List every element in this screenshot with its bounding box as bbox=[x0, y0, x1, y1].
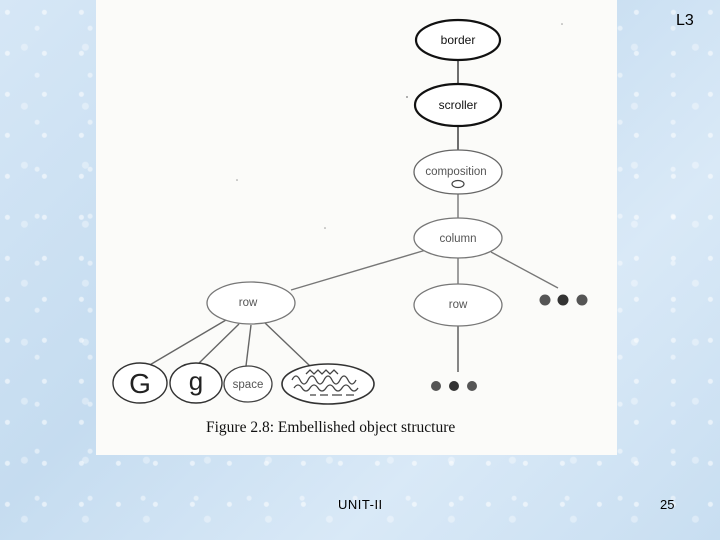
node-composition-label: composition bbox=[425, 166, 486, 178]
glyph-G-label: G bbox=[129, 368, 151, 399]
node-row-right: row bbox=[414, 284, 502, 326]
row-right-children-dots bbox=[431, 381, 477, 391]
node-row-left: row bbox=[207, 282, 295, 324]
edge-row-left-G bbox=[148, 320, 226, 366]
edge-row-left-g bbox=[196, 324, 239, 366]
node-row-right-label: row bbox=[449, 299, 468, 311]
node-word-glyphs bbox=[282, 364, 374, 404]
node-space-label: space bbox=[233, 379, 264, 391]
node-glyph-g: g bbox=[170, 363, 222, 403]
page-number: 25 bbox=[660, 497, 674, 512]
object-structure-diagram: border scroller composition column row r… bbox=[96, 0, 617, 455]
node-row-left-label: row bbox=[239, 297, 258, 309]
node-column-label: column bbox=[439, 233, 476, 245]
node-glyph-G: G bbox=[113, 363, 167, 403]
edge-column-row-left bbox=[291, 250, 426, 290]
node-column: column bbox=[414, 218, 502, 258]
glyph-g-label: g bbox=[189, 366, 203, 396]
node-composition: composition bbox=[414, 150, 502, 194]
edge-row-left-word bbox=[264, 322, 310, 366]
node-space: space bbox=[224, 366, 272, 402]
figure-caption: Figure 2.8: Embellished object structure bbox=[206, 419, 455, 437]
node-border-label: border bbox=[441, 33, 476, 47]
edge-column-more bbox=[491, 252, 558, 288]
more-children-dots bbox=[540, 295, 588, 306]
node-scroller-label: scroller bbox=[439, 98, 478, 112]
node-scroller: scroller bbox=[415, 84, 501, 126]
edge-row-left-space bbox=[246, 325, 251, 366]
slide-label: L3 bbox=[676, 12, 694, 30]
node-border: border bbox=[416, 20, 500, 60]
footer-unit-label: UNIT-II bbox=[338, 497, 383, 512]
object-structure-figure: border scroller composition column row r… bbox=[96, 0, 617, 455]
